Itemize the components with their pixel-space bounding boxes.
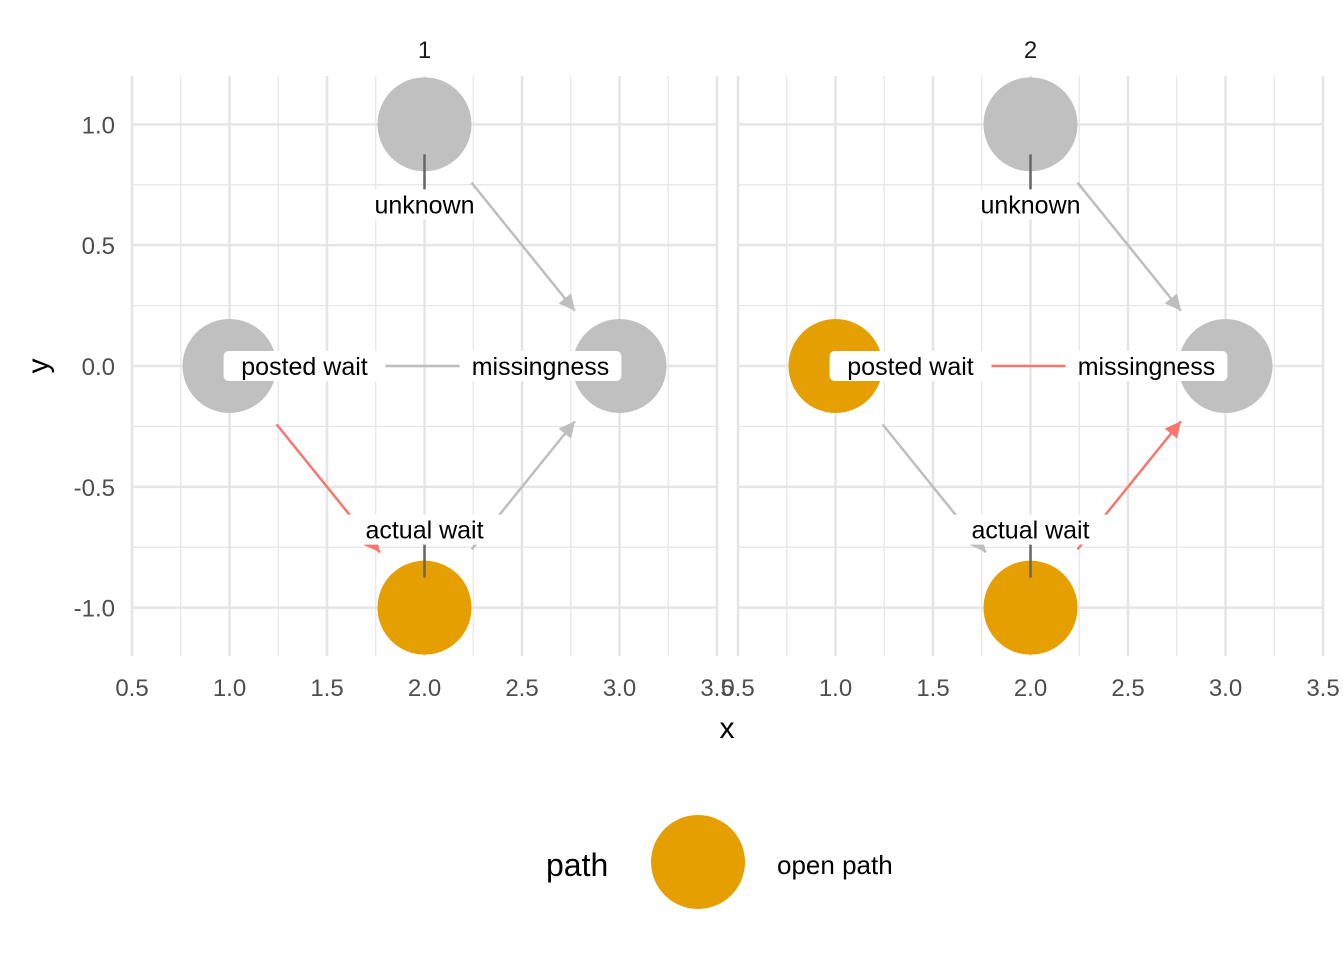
x-axis-title: x (720, 712, 735, 745)
node-label-box (223, 351, 386, 381)
node-label: actual wait (365, 517, 483, 545)
node-label-box (371, 189, 478, 220)
node-label: posted wait (241, 353, 368, 381)
node-actual (983, 560, 1078, 655)
node-unknown (983, 77, 1078, 172)
x-tick-label: 1.5 (310, 675, 343, 702)
panel-1: 1 0.5 1.0 1.5 2.0 2.5 3.0 3.5 unknown posted wait… (115, 37, 733, 702)
node-label: posted wait (847, 353, 974, 381)
node-label-box (949, 514, 1112, 545)
node-label-box (1065, 351, 1228, 381)
node-label: missingness (1078, 353, 1216, 381)
y-axis-title: y (22, 359, 55, 374)
x-tick-label: 2.0 (408, 675, 441, 702)
node-label-box (459, 351, 622, 381)
edge-unknown-missing (470, 181, 576, 312)
node-label-box (343, 514, 506, 545)
x-tick-label: 2.0 (1014, 675, 1047, 702)
x-tick-label: 3.0 (603, 675, 636, 702)
panel-2: 2 0.5 1.0 1.5 2.0 2.5 3.0 3.5 unknown posted wait… (721, 37, 1339, 702)
x-tick-label: 1.5 (916, 675, 949, 702)
facet-strip-label: 2 (1024, 37, 1037, 64)
x-tick-label: 3.5 (700, 675, 733, 702)
legend-key-circle (651, 815, 745, 909)
x-tick-label: 0.5 (721, 675, 754, 702)
y-tick-label: 1.0 (82, 112, 115, 139)
node-label: actual wait (971, 517, 1089, 545)
node-label: missingness (472, 353, 610, 381)
x-tick-label: 1.0 (213, 675, 246, 702)
x-tick-label: 2.5 (505, 675, 538, 702)
node-actual (377, 560, 472, 655)
x-tick-label: 0.5 (115, 675, 148, 702)
x-tick-label: 3.5 (1306, 675, 1339, 702)
y-tick-label: -1.0 (74, 596, 115, 623)
node-label: unknown (374, 191, 474, 219)
y-tick-label: 0.0 (82, 354, 115, 381)
facet-strip-label: 1 (418, 37, 431, 64)
node-label: unknown (980, 191, 1080, 219)
edge-unknown-missing (1076, 181, 1182, 312)
y-tick-label: 0.5 (82, 233, 115, 260)
x-tick-label: 2.5 (1111, 675, 1144, 702)
legend-title: path (546, 847, 608, 883)
x-tick-label: 3.0 (1209, 675, 1242, 702)
node-unknown (377, 77, 472, 172)
node-label-box (829, 351, 992, 381)
legend: path open path (546, 815, 893, 909)
legend-item-label: open path (777, 850, 893, 880)
x-tick-label: 1.0 (819, 675, 852, 702)
y-tick-label: -0.5 (74, 475, 115, 502)
node-label-box (977, 189, 1084, 220)
